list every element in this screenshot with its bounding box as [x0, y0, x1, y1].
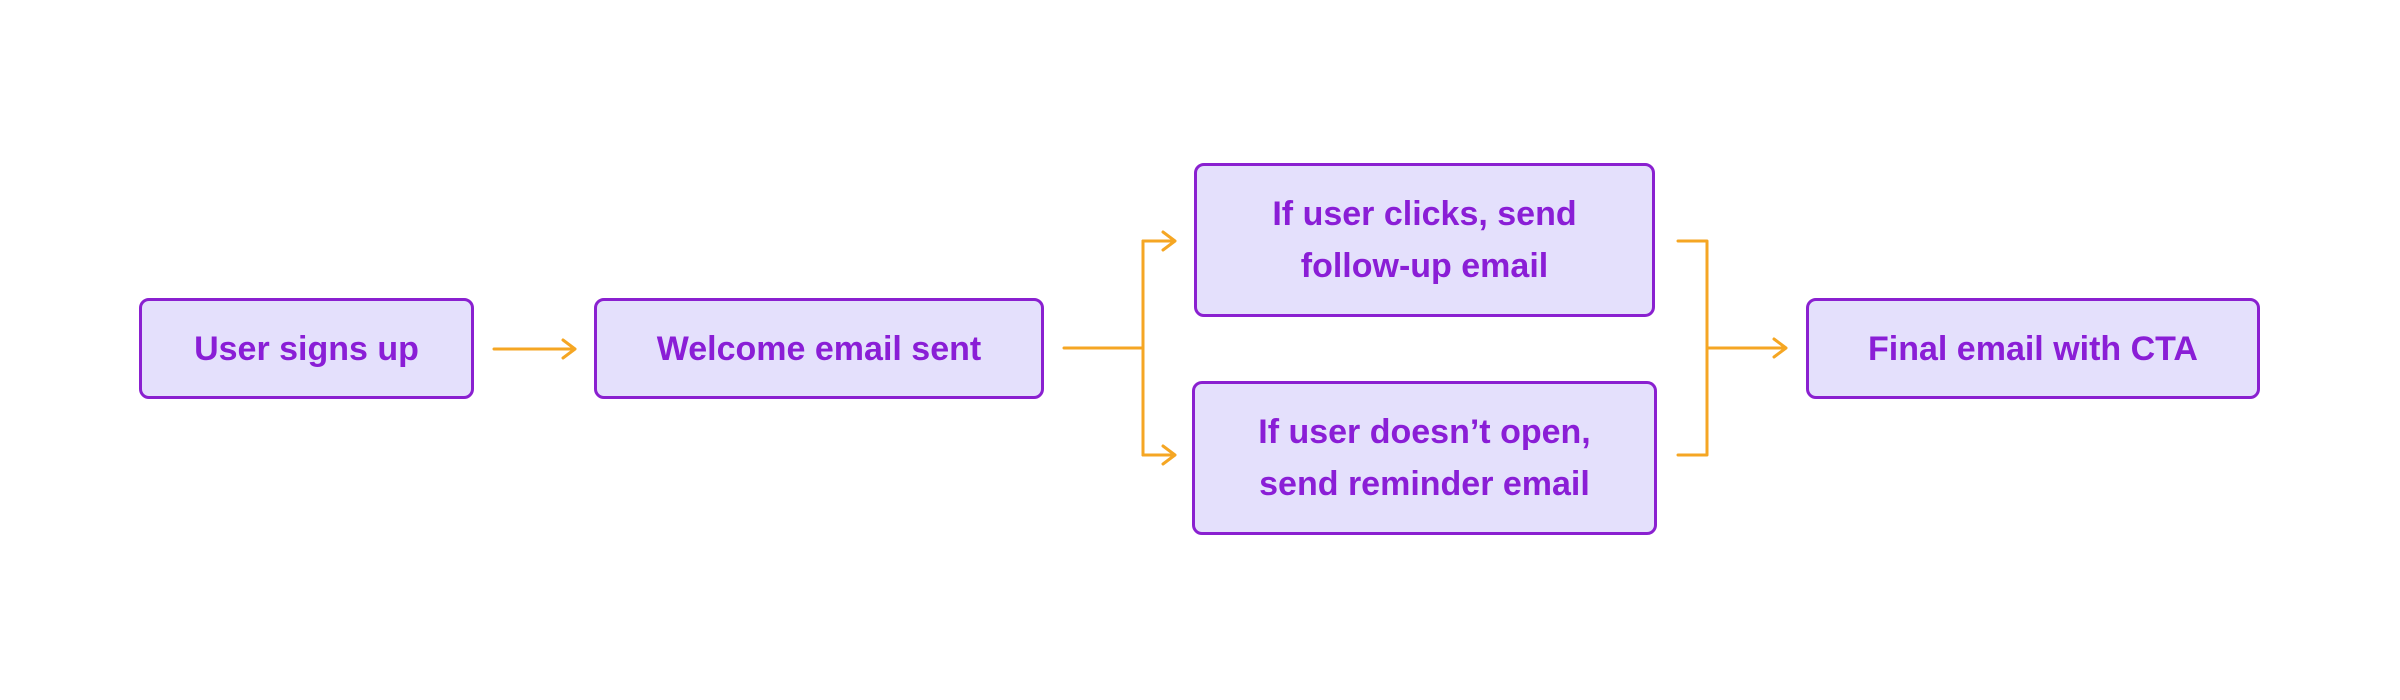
arrow-merge-to-final: [1705, 337, 1788, 359]
arrow-split-to-clicks: [1141, 230, 1177, 252]
node-label: If user clicks, send follow-up email: [1272, 195, 1577, 285]
node-user-signs-up: User signs up: [139, 298, 474, 399]
node-label: Final email with CTA: [1868, 329, 2198, 368]
node-label: Welcome email sent: [656, 329, 982, 368]
connector-merge-bracket: [1676, 239, 1709, 457]
node-final-email-with-cta: Final email with CTA: [1806, 298, 2260, 399]
node-label: If user doesn’t open, send reminder emai…: [1258, 413, 1591, 503]
node-if-user-clicks: If user clicks, send follow-up email: [1194, 163, 1655, 317]
node-welcome-email-sent: Welcome email sent: [594, 298, 1044, 399]
arrow-split-to-no-open: [1141, 444, 1177, 466]
node-label: User signs up: [194, 329, 419, 368]
arrow-signup-to-welcome: [492, 338, 577, 360]
node-if-user-doesnt-open: If user doesn’t open, send reminder emai…: [1192, 381, 1657, 535]
